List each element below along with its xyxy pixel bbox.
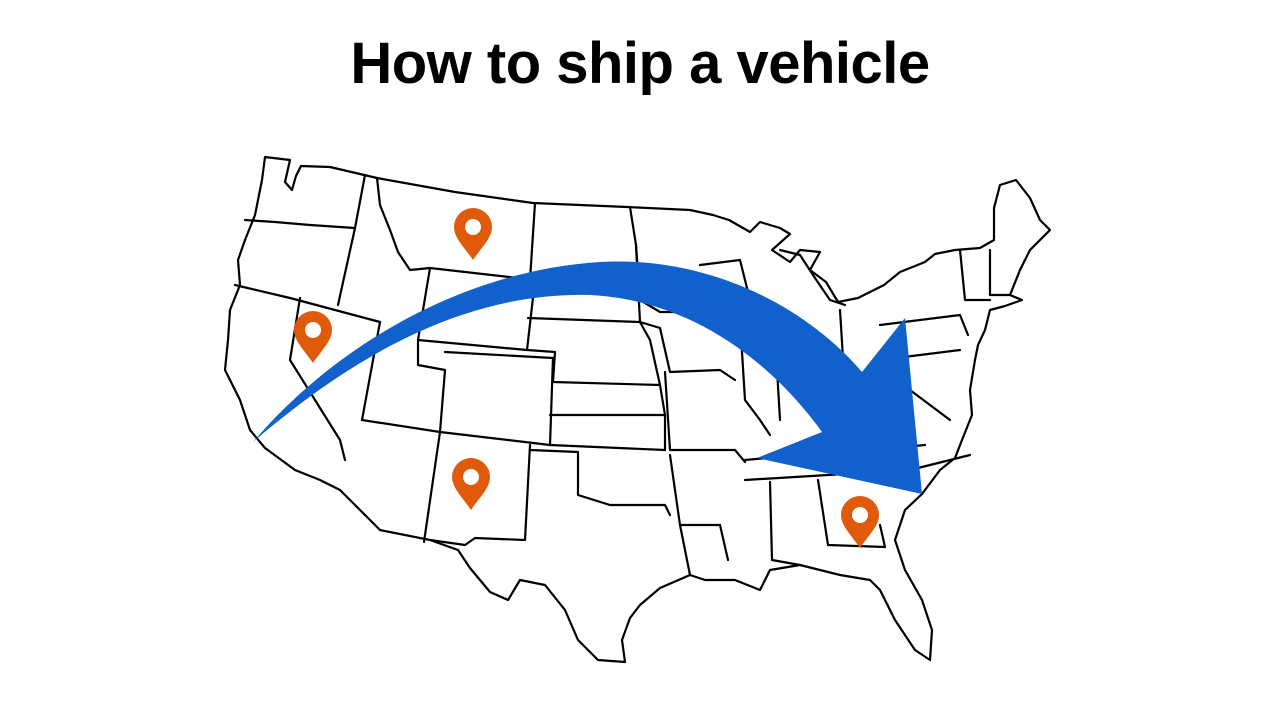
pin-new-mexico — [452, 458, 490, 510]
route-arrow — [253, 261, 922, 494]
page-title: How to ship a vehicle — [350, 31, 930, 96]
us-outline — [223, 155, 1052, 664]
pin-montana — [454, 208, 492, 260]
pin-georgia — [841, 496, 879, 548]
pin-nevada — [294, 311, 332, 363]
